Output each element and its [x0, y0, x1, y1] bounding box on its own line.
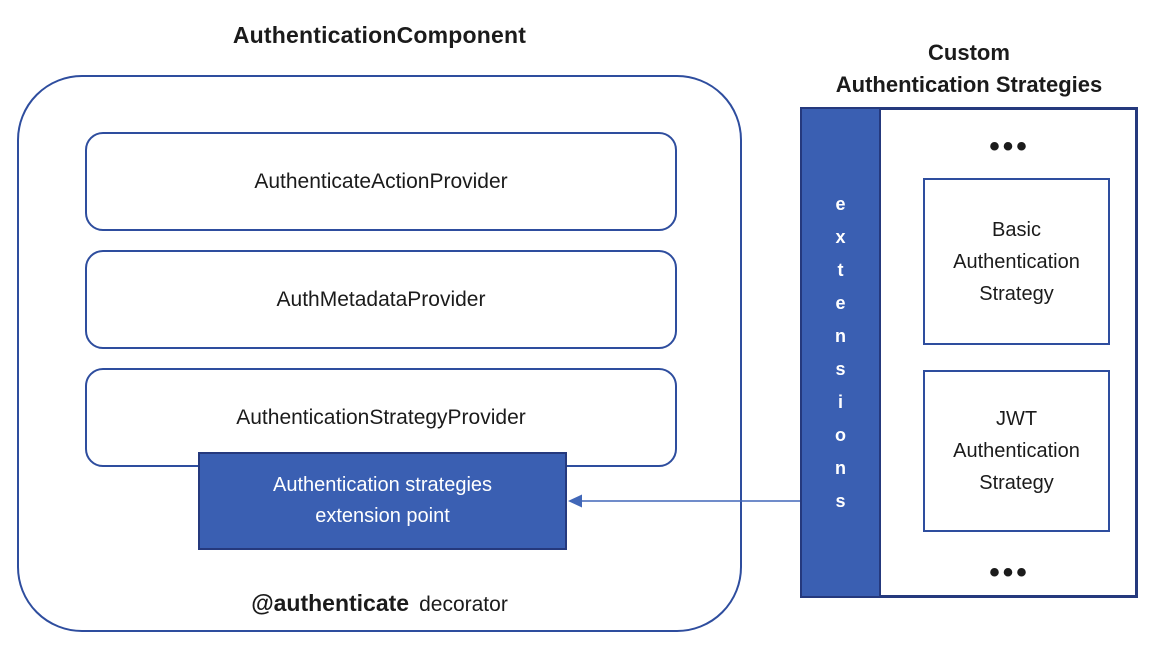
extensions-letter: s — [835, 358, 846, 379]
strategy-line: Strategy — [979, 472, 1054, 494]
more-strategies-ellipsis-bottom: ••• — [989, 556, 1030, 589]
provider-label: AuthMetadataProvider — [276, 287, 486, 311]
left-panel-title: AuthenticationComponent — [232, 22, 527, 48]
right-panel-title: Custom Authentication Strategies — [800, 37, 1138, 101]
strategy-line: JWT — [995, 408, 1038, 430]
extensions-letter: t — [837, 259, 844, 280]
extensions-letter: o — [835, 424, 846, 445]
extensions-letter: s — [835, 490, 846, 511]
strategy-line: Authentication — [953, 440, 1080, 462]
extensions-letter: i — [837, 391, 843, 412]
decorator-word: decorator — [419, 593, 508, 616]
extension-point-line1: Authentication strategies — [272, 474, 493, 496]
strategy-line: Strategy — [979, 282, 1054, 305]
more-strategies-ellipsis-top: ••• — [989, 130, 1030, 163]
authenticate-action-provider-box: AuthenticateActionProvider — [85, 132, 677, 231]
extensions-letter: n — [835, 457, 846, 478]
strategy-line: Basic — [992, 218, 1041, 241]
provider-label: AuthenticateActionProvider — [254, 169, 508, 193]
provider-label: AuthenticationStrategyProvider — [236, 405, 526, 429]
extensions-letter: x — [835, 226, 846, 247]
decorator-name: @authenticate — [251, 590, 410, 616]
extension-point-line2: extension point — [315, 505, 450, 527]
extensions-letter: e — [835, 193, 846, 214]
extensions-letter: n — [835, 325, 846, 346]
extensions-bar: e x t e n s i o n s — [800, 107, 881, 598]
jwt-authentication-strategy-box: JWT Authentication Strategy — [923, 370, 1110, 532]
decorator-caption: @authenticate decorator — [17, 590, 742, 617]
strategy-line: Authentication — [953, 250, 1080, 273]
extensions-letter: e — [835, 292, 846, 313]
basic-authentication-strategy-box: Basic Authentication Strategy — [923, 178, 1110, 345]
right-panel-title-line2: Authentication Strategies — [835, 72, 1103, 97]
right-panel-title-line1: Custom — [928, 40, 1010, 65]
authentication-strategy-provider-box: AuthenticationStrategyProvider — [85, 368, 677, 467]
extension-point-box: Authentication strategies extension poin… — [198, 452, 567, 550]
auth-metadata-provider-box: AuthMetadataProvider — [85, 250, 677, 349]
